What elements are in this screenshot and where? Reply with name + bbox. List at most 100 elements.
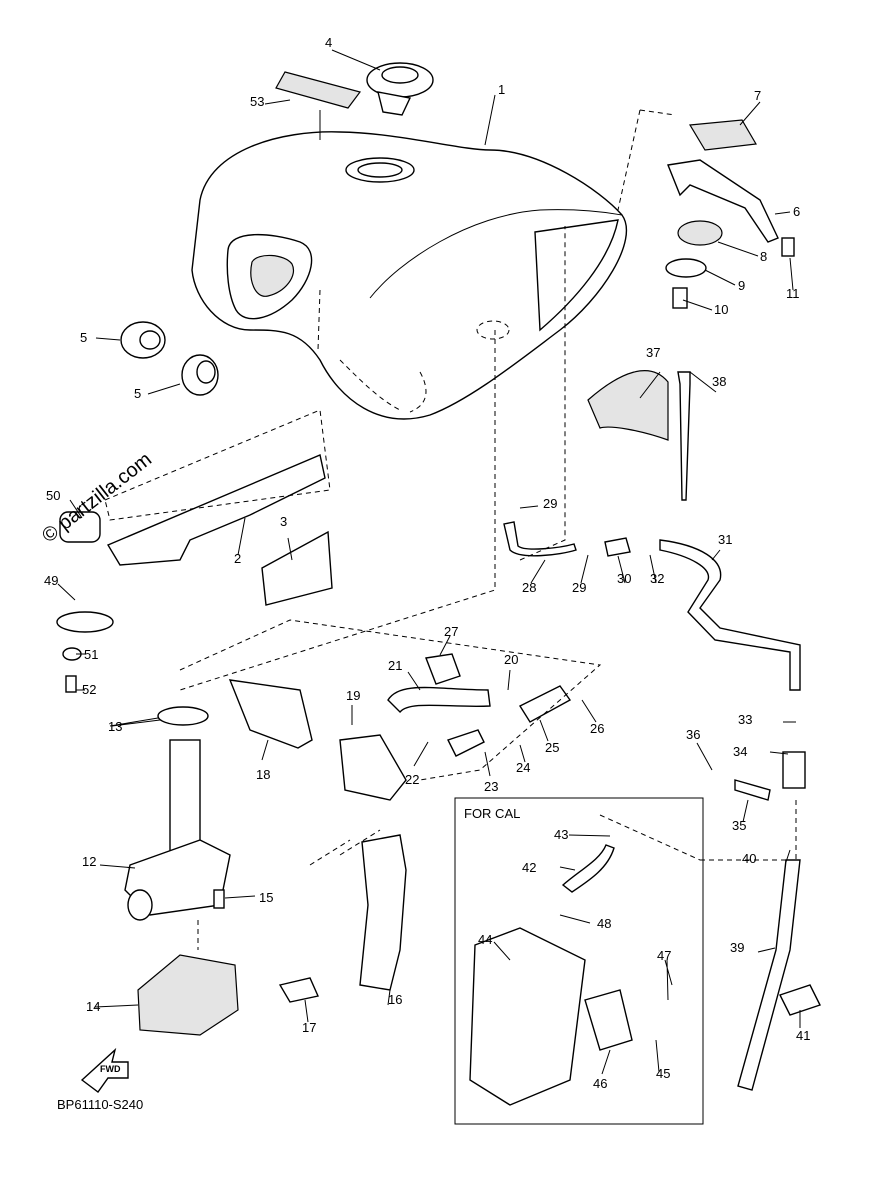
callout-c45: 45 (656, 1066, 670, 1081)
hose-25[interactable] (518, 685, 572, 723)
callout-c53: 53 (250, 94, 264, 109)
tank-bracket[interactable] (667, 119, 779, 243)
callout-c6: 6 (793, 204, 800, 219)
callout-c31: 31 (718, 532, 732, 547)
callout-c34: 34 (733, 744, 747, 759)
callout-c40: 40 (742, 851, 756, 866)
harness-16[interactable] (359, 834, 407, 991)
clamp-27[interactable] (425, 653, 461, 685)
sender-unit[interactable] (56, 611, 114, 633)
side-label[interactable] (261, 530, 333, 606)
bolt-10[interactable] (672, 287, 688, 309)
callout-c41: 41 (796, 1028, 810, 1043)
washer[interactable] (665, 258, 707, 278)
diagram-code: BP61110-S240 (57, 1097, 144, 1112)
callout-c5a: 5 (80, 330, 87, 345)
screw-52[interactable] (65, 675, 77, 693)
callout-c35: 35 (732, 818, 746, 833)
pump-cover[interactable] (137, 954, 239, 1036)
callout-c18: 18 (256, 767, 270, 782)
callout-c26: 26 (590, 721, 604, 736)
fuel-hose-21[interactable] (387, 686, 491, 714)
sender-seal[interactable] (59, 511, 101, 543)
heat-protector[interactable] (587, 370, 669, 441)
callout-c20: 20 (504, 652, 518, 667)
drain-hose-39[interactable] (737, 859, 801, 1091)
callout-c29a: 29 (543, 496, 557, 511)
cable-tie[interactable] (677, 371, 691, 501)
grommet-lower[interactable] (181, 354, 219, 396)
fwd-arrow-icon: FWD (80, 1047, 129, 1093)
pump-gasket[interactable] (157, 706, 209, 726)
callout-c22: 22 (405, 772, 419, 787)
fuel-filter[interactable] (228, 679, 313, 749)
callout-c46: 46 (593, 1076, 607, 1091)
pressure-regulator[interactable] (339, 734, 407, 801)
holder-41[interactable] (779, 984, 821, 1016)
fuel-hose-28[interactable] (503, 521, 577, 557)
fitting-30[interactable] (604, 537, 631, 557)
inset-title: FOR CAL (464, 806, 521, 821)
leader-lines (57, 49, 801, 1075)
callout-c23: 23 (484, 779, 498, 794)
callout-c47: 47 (657, 948, 671, 963)
callout-c3: 3 (280, 514, 287, 529)
canister-44[interactable] (469, 927, 586, 1106)
filter-34[interactable] (782, 751, 806, 789)
damper-rubber[interactable] (677, 220, 723, 246)
callout-c16: 16 (388, 992, 402, 1007)
joint-23[interactable] (447, 729, 485, 757)
callout-c43: 43 (554, 827, 568, 842)
callout-c2: 2 (234, 551, 241, 566)
clip-17[interactable] (278, 977, 319, 1003)
callout-c33: 33 (738, 712, 752, 727)
callout-c37: 37 (646, 345, 660, 360)
callout-c5b: 5 (134, 386, 141, 401)
grommet-upper[interactable] (120, 321, 166, 359)
assembly-lines (179, 109, 800, 950)
callout-c19: 19 (346, 688, 360, 703)
callout-c13: 13 (108, 719, 122, 734)
callout-c50: 50 (46, 488, 60, 503)
callout-c4: 4 (325, 35, 332, 50)
callout-c12: 12 (82, 854, 96, 869)
cal-inset-box (454, 797, 704, 1125)
callout-c8: 8 (760, 249, 767, 264)
screw-15[interactable] (213, 889, 225, 909)
callout-c51: 51 (84, 647, 98, 662)
bolt-11[interactable] (781, 237, 795, 257)
fuel-tank[interactable] (191, 131, 628, 420)
callout-c39: 39 (730, 940, 744, 955)
callout-c24: 24 (516, 760, 530, 775)
caution-label[interactable] (275, 71, 362, 109)
callout-c1: 1 (498, 82, 505, 97)
callout-c48: 48 (597, 916, 611, 931)
callout-c15: 15 (259, 890, 273, 905)
breather-hose-31[interactable] (659, 539, 801, 691)
callout-c49: 49 (44, 573, 58, 588)
callout-c7: 7 (754, 88, 761, 103)
callout-c17: 17 (302, 1020, 316, 1035)
callout-c25: 25 (545, 740, 559, 755)
tank-side-panel[interactable] (106, 454, 326, 566)
canister-bracket-46[interactable] (584, 989, 633, 1051)
callout-c14: 14 (86, 999, 100, 1014)
callout-c21: 21 (388, 658, 402, 673)
callout-c42: 42 (522, 860, 536, 875)
callout-c27: 27 (444, 624, 458, 639)
callout-c28: 28 (522, 580, 536, 595)
callout-c30: 30 (617, 571, 631, 586)
callout-c44: 44 (478, 932, 492, 947)
callout-c52: 52 (82, 682, 96, 697)
canister-hose-42[interactable] (561, 844, 615, 893)
fwd-label: FWD (100, 1064, 121, 1074)
fuel-cap[interactable] (366, 62, 434, 116)
callout-c38: 38 (712, 374, 726, 389)
callout-c9: 9 (738, 278, 745, 293)
callout-c32: 32 (650, 571, 664, 586)
callout-c10: 10 (714, 302, 728, 317)
callout-c29b: 29 (572, 580, 586, 595)
clip-35[interactable] (734, 779, 771, 801)
